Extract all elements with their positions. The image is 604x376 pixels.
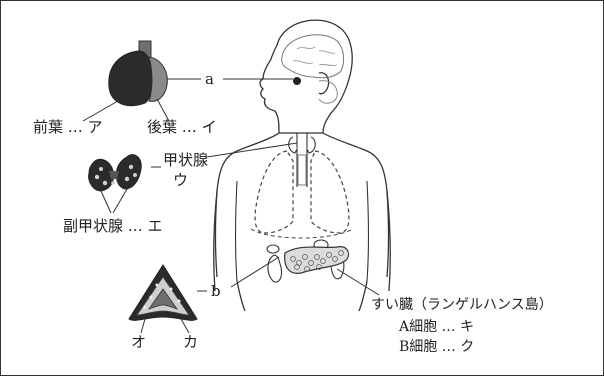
label-adrenal-ka: カ [183, 333, 198, 351]
brain-outline [282, 35, 344, 78]
label-thyroid: 甲状腺 [163, 151, 208, 169]
label-pancreas: すい臓（ランゲルハンス島） [371, 297, 553, 313]
label-parathyroid: 副甲状腺 … エ [63, 217, 163, 235]
pituitary-enlarged [109, 41, 168, 106]
pituitary-anterior [109, 51, 152, 106]
pituitary-posterior [149, 57, 167, 101]
thyroid-enlarged [89, 155, 142, 191]
pancreas [285, 247, 349, 274]
adrenal-enlarged [129, 265, 197, 320]
ear-outline [319, 73, 329, 94]
label-thyroid-u: ウ [173, 171, 188, 189]
label-posterior: 後葉 … イ [147, 118, 217, 136]
label-adrenal-o: オ [131, 333, 146, 351]
lungs [255, 151, 349, 233]
label-b: b [211, 282, 221, 300]
label-a-cell: A細胞 … キ [398, 319, 474, 335]
label-anterior: 前葉 … ア [33, 118, 103, 136]
leader-lines [83, 79, 379, 333]
pituitary-dot [293, 77, 301, 85]
label-b-cell: B細胞 … ク [399, 339, 474, 355]
label-a: a [205, 70, 214, 88]
